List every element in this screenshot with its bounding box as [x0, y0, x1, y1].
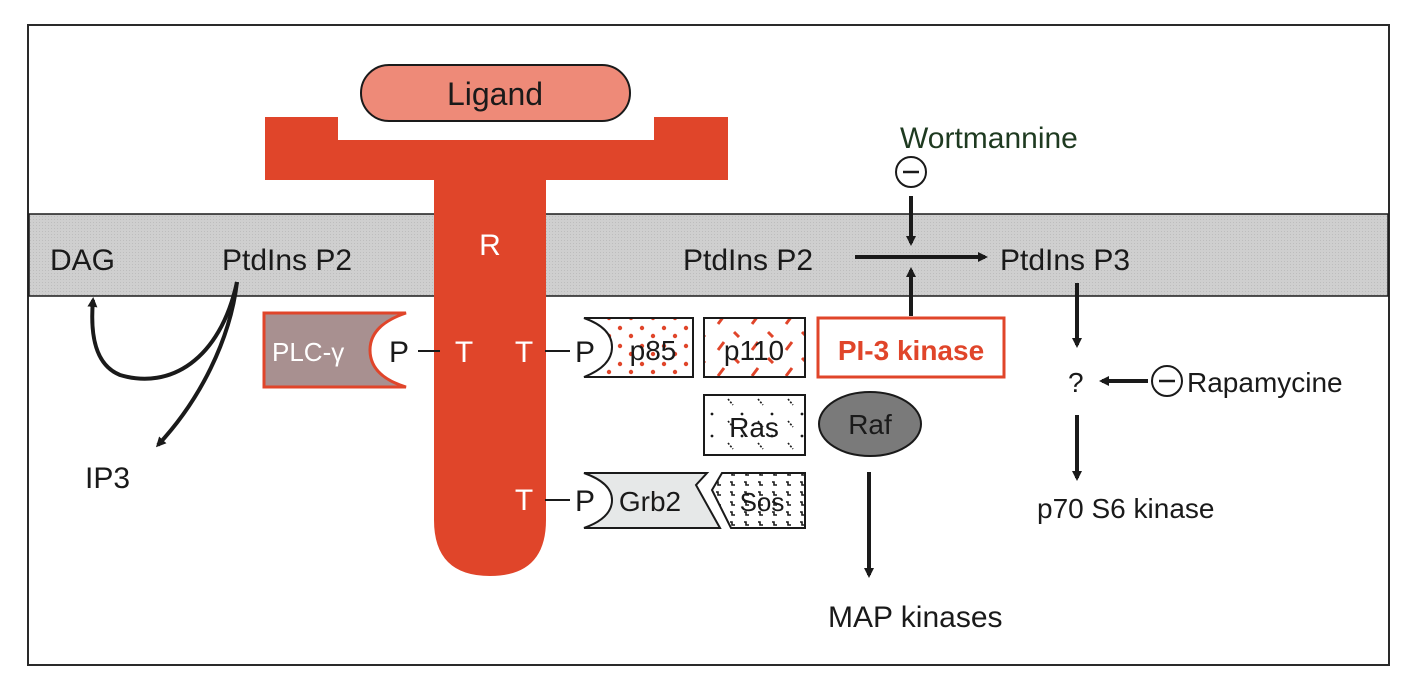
pi3-kinase	[816, 316, 1006, 379]
grb2	[583, 472, 722, 529]
wortmannine-inhibit-icon	[895, 156, 927, 188]
p85	[583, 317, 694, 378]
ras-label: Ras	[729, 412, 779, 443]
dag-label: DAG	[50, 244, 115, 277]
plasma-membrane	[28, 213, 1389, 297]
p85-label: p85	[630, 335, 677, 366]
phospho-plc: P	[389, 336, 409, 369]
arrow-to-ip3	[155, 281, 239, 448]
rapamycine-label: Rapamycine	[1187, 367, 1343, 398]
receptor	[265, 117, 728, 576]
ip3-label: IP3	[85, 462, 130, 495]
sos-label: Sos	[740, 487, 785, 517]
tyrosine-2: T	[515, 336, 533, 369]
tyrosine-1: T	[455, 336, 473, 369]
sos	[710, 472, 806, 529]
plc-gamma	[262, 311, 407, 389]
ptdins-p3-label: PtdIns P3	[1000, 244, 1130, 277]
rapamycine-inhibit-icon	[1151, 365, 1183, 397]
receptor-label: R	[479, 229, 501, 262]
p70-s6-kinase-label: p70 S6 kinase	[1037, 493, 1214, 524]
ptdins-p2-right-label: PtdIns P2	[683, 244, 813, 277]
wortmannine-label: Wortmannine	[900, 122, 1078, 155]
unknown-intermediate: ?	[1068, 367, 1084, 398]
raf-label: Raf	[848, 409, 892, 440]
plc-gamma-label: PLC-γ	[272, 337, 344, 367]
pi3-kinase-label: PI-3 kinase	[838, 335, 984, 366]
grb2-label: Grb2	[619, 486, 681, 517]
phospho-p85: P	[575, 336, 595, 369]
ras	[703, 394, 806, 456]
raf	[818, 391, 922, 457]
tyrosine-3: T	[515, 484, 533, 517]
arrow-to-dag	[87, 281, 239, 381]
phospho-grb2: P	[575, 485, 595, 518]
ligand-label: Ligand	[447, 76, 543, 112]
ptdins-p2-left-label: PtdIns P2	[222, 244, 352, 277]
map-kinases-label: MAP kinases	[828, 601, 1003, 634]
ligand	[360, 64, 631, 122]
p110	[703, 317, 806, 378]
p110-label: p110	[724, 335, 784, 366]
